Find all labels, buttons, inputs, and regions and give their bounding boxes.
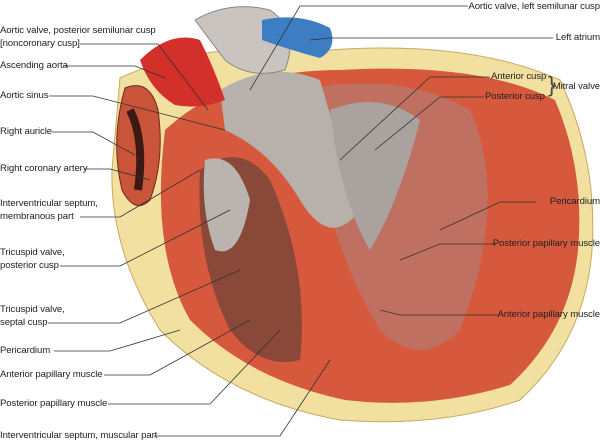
label-iv-septum-membranous: Interventricular septum, membranous part xyxy=(0,197,98,223)
septum-valve-tissue xyxy=(220,72,360,228)
brace: } xyxy=(548,72,556,97)
label-iv-septum-muscular: Interventricular septum, muscular part xyxy=(0,430,158,441)
label-aortic-valve-posterior: Aortic valve, posterior semilunar cusp [… xyxy=(0,24,156,50)
label-right-coronary-artery: Right coronary artery xyxy=(0,163,88,174)
label-posterior-cusp: Posterior cusp xyxy=(485,91,545,102)
label-line: Aortic valve, posterior semilunar cusp xyxy=(0,25,156,36)
label-line: [noncoronary cusp] xyxy=(0,38,80,49)
mitral-valve xyxy=(330,102,420,250)
label-posterior-papillary-right: Posterior papillary muscle xyxy=(492,238,600,249)
label-posterior-papillary-left: Posterior papillary muscle xyxy=(0,398,108,409)
label-aortic-valve-left: Aortic valve, left semilunar cusp xyxy=(468,1,600,12)
leader-lines xyxy=(48,5,553,437)
label-anterior-papillary-left: Anterior papillary muscle xyxy=(0,369,103,380)
label-mitral-valve: Mitral valve xyxy=(552,81,600,92)
label-line: Tricuspid valve, xyxy=(0,304,65,315)
label-line: membranous part xyxy=(0,211,74,222)
label-tricuspid-septal: Tricuspid valve, septal cusp xyxy=(0,303,65,329)
label-line: septal cusp xyxy=(0,317,48,328)
label-line: Interventricular septum, xyxy=(0,198,98,209)
label-tricuspid-posterior: Tricuspid valve, posterior cusp xyxy=(0,246,65,272)
tricuspid-valve xyxy=(203,158,250,252)
label-line: posterior cusp xyxy=(0,260,59,271)
label-left-atrium: Left atrium xyxy=(555,32,600,43)
label-line: Tricuspid valve, xyxy=(0,247,65,258)
label-pericardium-right: Pericardium xyxy=(549,196,600,207)
label-aortic-sinus: Aortic sinus xyxy=(0,90,49,101)
label-pericardium-left: Pericardium xyxy=(0,345,51,356)
label-right-auricle: Right auricle xyxy=(0,126,53,137)
label-anterior-cusp: Anterior cusp xyxy=(491,71,547,82)
ascending-aorta xyxy=(140,37,225,107)
label-ascending-aorta: Ascending aorta xyxy=(0,60,68,71)
left-atrium xyxy=(262,17,333,58)
label-anterior-papillary-right: Anterior papillary muscle xyxy=(497,309,600,320)
